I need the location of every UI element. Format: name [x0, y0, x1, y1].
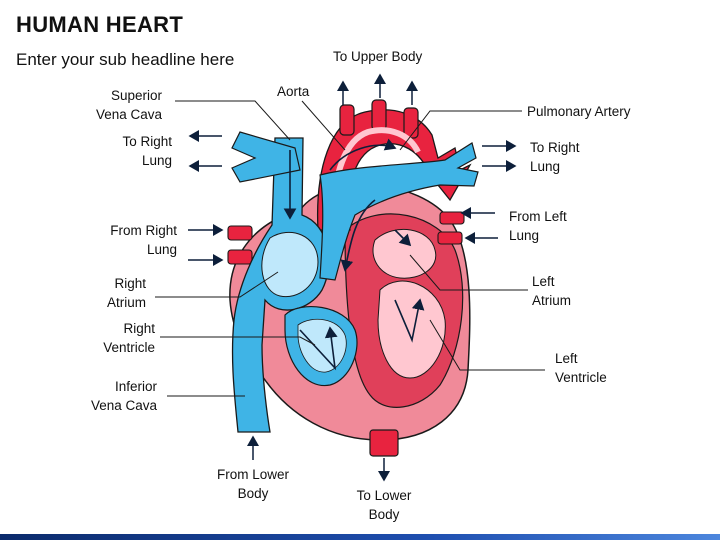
- aorta-branch-1: [339, 104, 355, 136]
- footer-bar: [0, 534, 720, 540]
- left-ventricle-chamber: [377, 280, 446, 379]
- label-right-ventricle: Right Ventricle: [103, 321, 155, 355]
- label-right-atrium: Right Atrium: [106, 276, 146, 310]
- right-atrium-chamber: [261, 231, 319, 298]
- pulmonary-vein-right-1: [227, 225, 253, 241]
- left-atrium-chamber: [372, 228, 437, 279]
- label-to-upper-body: To Upper Body: [333, 49, 423, 64]
- label-superior-vena-cava: Superior Vena Cava: [95, 88, 162, 122]
- label-to-lower-body: To Lower Body: [356, 488, 412, 522]
- label-inferior-vena-cava: Inferior Vena Cava: [90, 379, 157, 413]
- label-left-atrium: Left Atrium: [532, 274, 572, 308]
- label-from-right-lung: From Right Lung: [110, 223, 177, 257]
- pulmonary-artery-main: [319, 142, 479, 281]
- label-to-right-lung-right: To Right Lung: [530, 140, 580, 174]
- label-to-right-lung-left: To Right Lung: [122, 134, 172, 168]
- label-left-ventricle: Left Ventricle: [555, 351, 607, 385]
- label-from-lower-body: From Lower Body: [216, 467, 289, 501]
- pulmonary-vein-left-1: [439, 211, 465, 225]
- descending-aorta: [369, 429, 399, 457]
- label-from-left-lung: From Left Lung: [509, 209, 567, 243]
- aorta-branch-2: [371, 99, 387, 131]
- page-title: HUMAN HEART: [16, 12, 184, 37]
- pulmonary-vein-right-2: [227, 249, 253, 265]
- page-subtitle: Enter your sub headline here: [16, 50, 235, 69]
- label-aorta: Aorta: [277, 84, 310, 99]
- label-pulmonary-artery: Pulmonary Artery: [527, 104, 631, 119]
- aorta-branch-3: [403, 107, 419, 139]
- pulmonary-vein-left-2: [437, 231, 463, 245]
